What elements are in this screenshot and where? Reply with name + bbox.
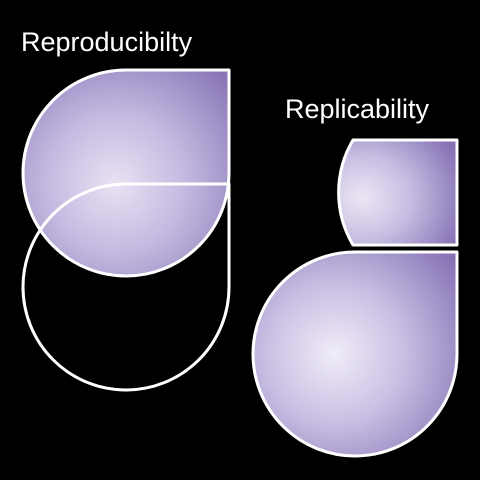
reproducibility-filled-shape <box>21 68 231 278</box>
replicability-bottom-shape <box>251 250 459 458</box>
replicability-label: Replicability <box>285 94 430 124</box>
reproducibility-empty-shape <box>21 182 231 392</box>
reproducibility-label: Reproducibilty <box>21 27 193 57</box>
replicability-top-shape <box>337 138 459 247</box>
